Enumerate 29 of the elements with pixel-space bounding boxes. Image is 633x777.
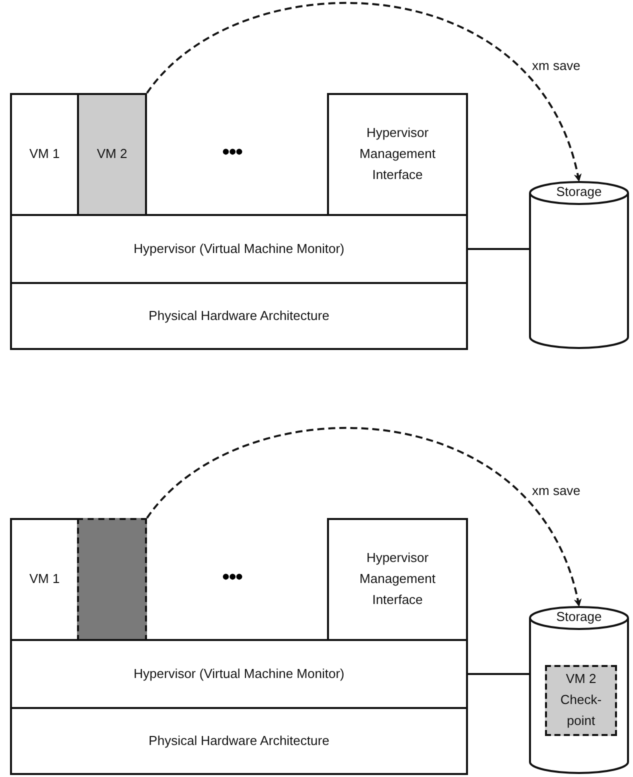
layer-box xyxy=(10,214,468,284)
node-label: VM 1 xyxy=(28,570,61,588)
layer-box xyxy=(77,93,147,216)
layer-box xyxy=(10,518,79,641)
storage-label: Storage xyxy=(555,609,603,624)
checkpoint-box xyxy=(545,665,617,736)
layer-box xyxy=(327,93,468,216)
node-label: VM 2 Check- point xyxy=(559,670,603,730)
node-label: VM 1 xyxy=(28,145,61,164)
layer-box xyxy=(10,707,468,775)
node-label: VM 2 xyxy=(96,145,128,164)
storage-label: Storage xyxy=(555,184,603,199)
node-label: Physical Hardware Architecture xyxy=(148,732,330,750)
node-label: Hypervisor (Virtual Machine Monitor) xyxy=(132,664,346,683)
connector-line xyxy=(468,673,529,675)
node-label: Hypervisor Management Interface xyxy=(358,549,436,609)
layer-box xyxy=(327,518,468,641)
vm-box xyxy=(77,518,147,641)
node-label: Hypervisor Management Interface xyxy=(358,124,436,184)
dashed-arrow xyxy=(146,427,581,607)
layer-box xyxy=(10,282,468,350)
layer-box xyxy=(10,639,468,709)
ellipsis-label: ••• xyxy=(222,564,242,590)
node-label: Physical Hardware Architecture xyxy=(148,306,330,325)
ellipsis-label: ••• xyxy=(222,139,242,165)
connector-line xyxy=(468,248,529,250)
layer-box xyxy=(10,93,79,216)
dashed-arrow xyxy=(146,2,581,182)
node-label: Hypervisor (Virtual Machine Monitor) xyxy=(132,240,346,258)
